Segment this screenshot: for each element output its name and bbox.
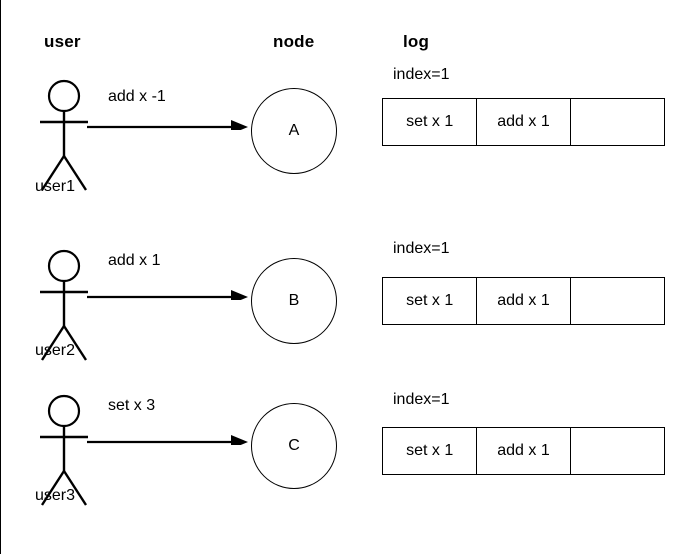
log-cell: add x 1 [477, 278, 571, 324]
message-label: set x 3 [108, 397, 156, 414]
message-arrow-icon [85, 260, 250, 320]
actor-label: user1 [35, 178, 76, 195]
column-header-log: log [403, 32, 430, 51]
log-table: set x 1 add x 1 [382, 427, 665, 475]
node-label: C [288, 437, 300, 454]
stick-figure-actor-icon [31, 238, 141, 373]
log-cell [571, 428, 664, 474]
log-index-label: index=1 [393, 240, 450, 257]
log-cell: add x 1 [477, 428, 571, 474]
actor-label: user2 [35, 342, 76, 359]
log-cell: set x 1 [383, 278, 478, 324]
log-table: set x 1 add x 1 [382, 277, 665, 325]
message-arrow-icon [85, 405, 250, 465]
actor-label: user3 [35, 487, 76, 504]
stick-figure-actor-icon [31, 383, 141, 518]
node-label: A [288, 122, 300, 139]
column-header-user: user [44, 32, 81, 51]
message-label: add x -1 [108, 88, 166, 105]
node-label: B [288, 292, 300, 309]
stick-figure-actor-icon [31, 68, 141, 203]
diagram-row: user1 add x -1 A index=1 set x 1 add x 1 [1, 60, 691, 245]
node-circle: A [251, 88, 337, 174]
column-header-node: node [273, 32, 315, 51]
log-table: set x 1 add x 1 [382, 98, 665, 146]
node-circle: C [251, 403, 337, 489]
diagram-row: user2 add x 1 B index=1 set x 1 add x 1 [1, 224, 691, 409]
log-index-label: index=1 [393, 391, 450, 408]
message-arrow-icon [85, 90, 250, 150]
log-cell: set x 1 [383, 99, 478, 145]
log-cell [571, 278, 664, 324]
message-label: add x 1 [108, 252, 161, 269]
log-index-label: index=1 [393, 66, 450, 83]
node-circle: B [251, 258, 337, 344]
log-cell: add x 1 [477, 99, 571, 145]
log-cell [571, 99, 664, 145]
log-cell: set x 1 [383, 428, 478, 474]
diagram-row: user3 set x 3 C index=1 set x 1 add x 1 [1, 369, 691, 554]
